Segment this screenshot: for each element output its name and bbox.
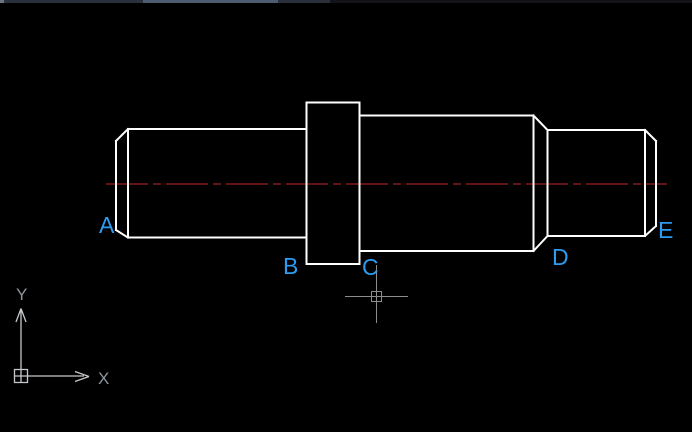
point-label-e[interactable]: E: [658, 217, 673, 243]
ucs-axes: [13, 308, 90, 384]
ucs-x-axis-label: X: [98, 369, 109, 388]
pickbox: [371, 291, 382, 302]
crosshair-lines: [345, 265, 408, 323]
toolbar-edge-segment: [4, 0, 143, 3]
point-label-a[interactable]: A: [99, 212, 115, 238]
point-label-b[interactable]: B: [283, 253, 298, 279]
toolbar-edge-segment: [330, 0, 692, 3]
point-label-d[interactable]: D: [552, 244, 569, 270]
toolbar-edge-segment: [278, 0, 330, 3]
crosshair-cursor: [345, 265, 408, 323]
point-labels: A B C D E: [99, 212, 673, 280]
point-label-c[interactable]: C: [362, 254, 379, 280]
toolbar-edge-segment: [0, 0, 4, 3]
shaft-outline[interactable]: [114, 101, 658, 265]
ucs-icon: Y X: [13, 285, 109, 388]
ucs-y-axis-label: Y: [16, 285, 27, 304]
toolbar-edge-strip: [0, 0, 692, 3]
toolbar-edge-segment: [143, 0, 278, 3]
